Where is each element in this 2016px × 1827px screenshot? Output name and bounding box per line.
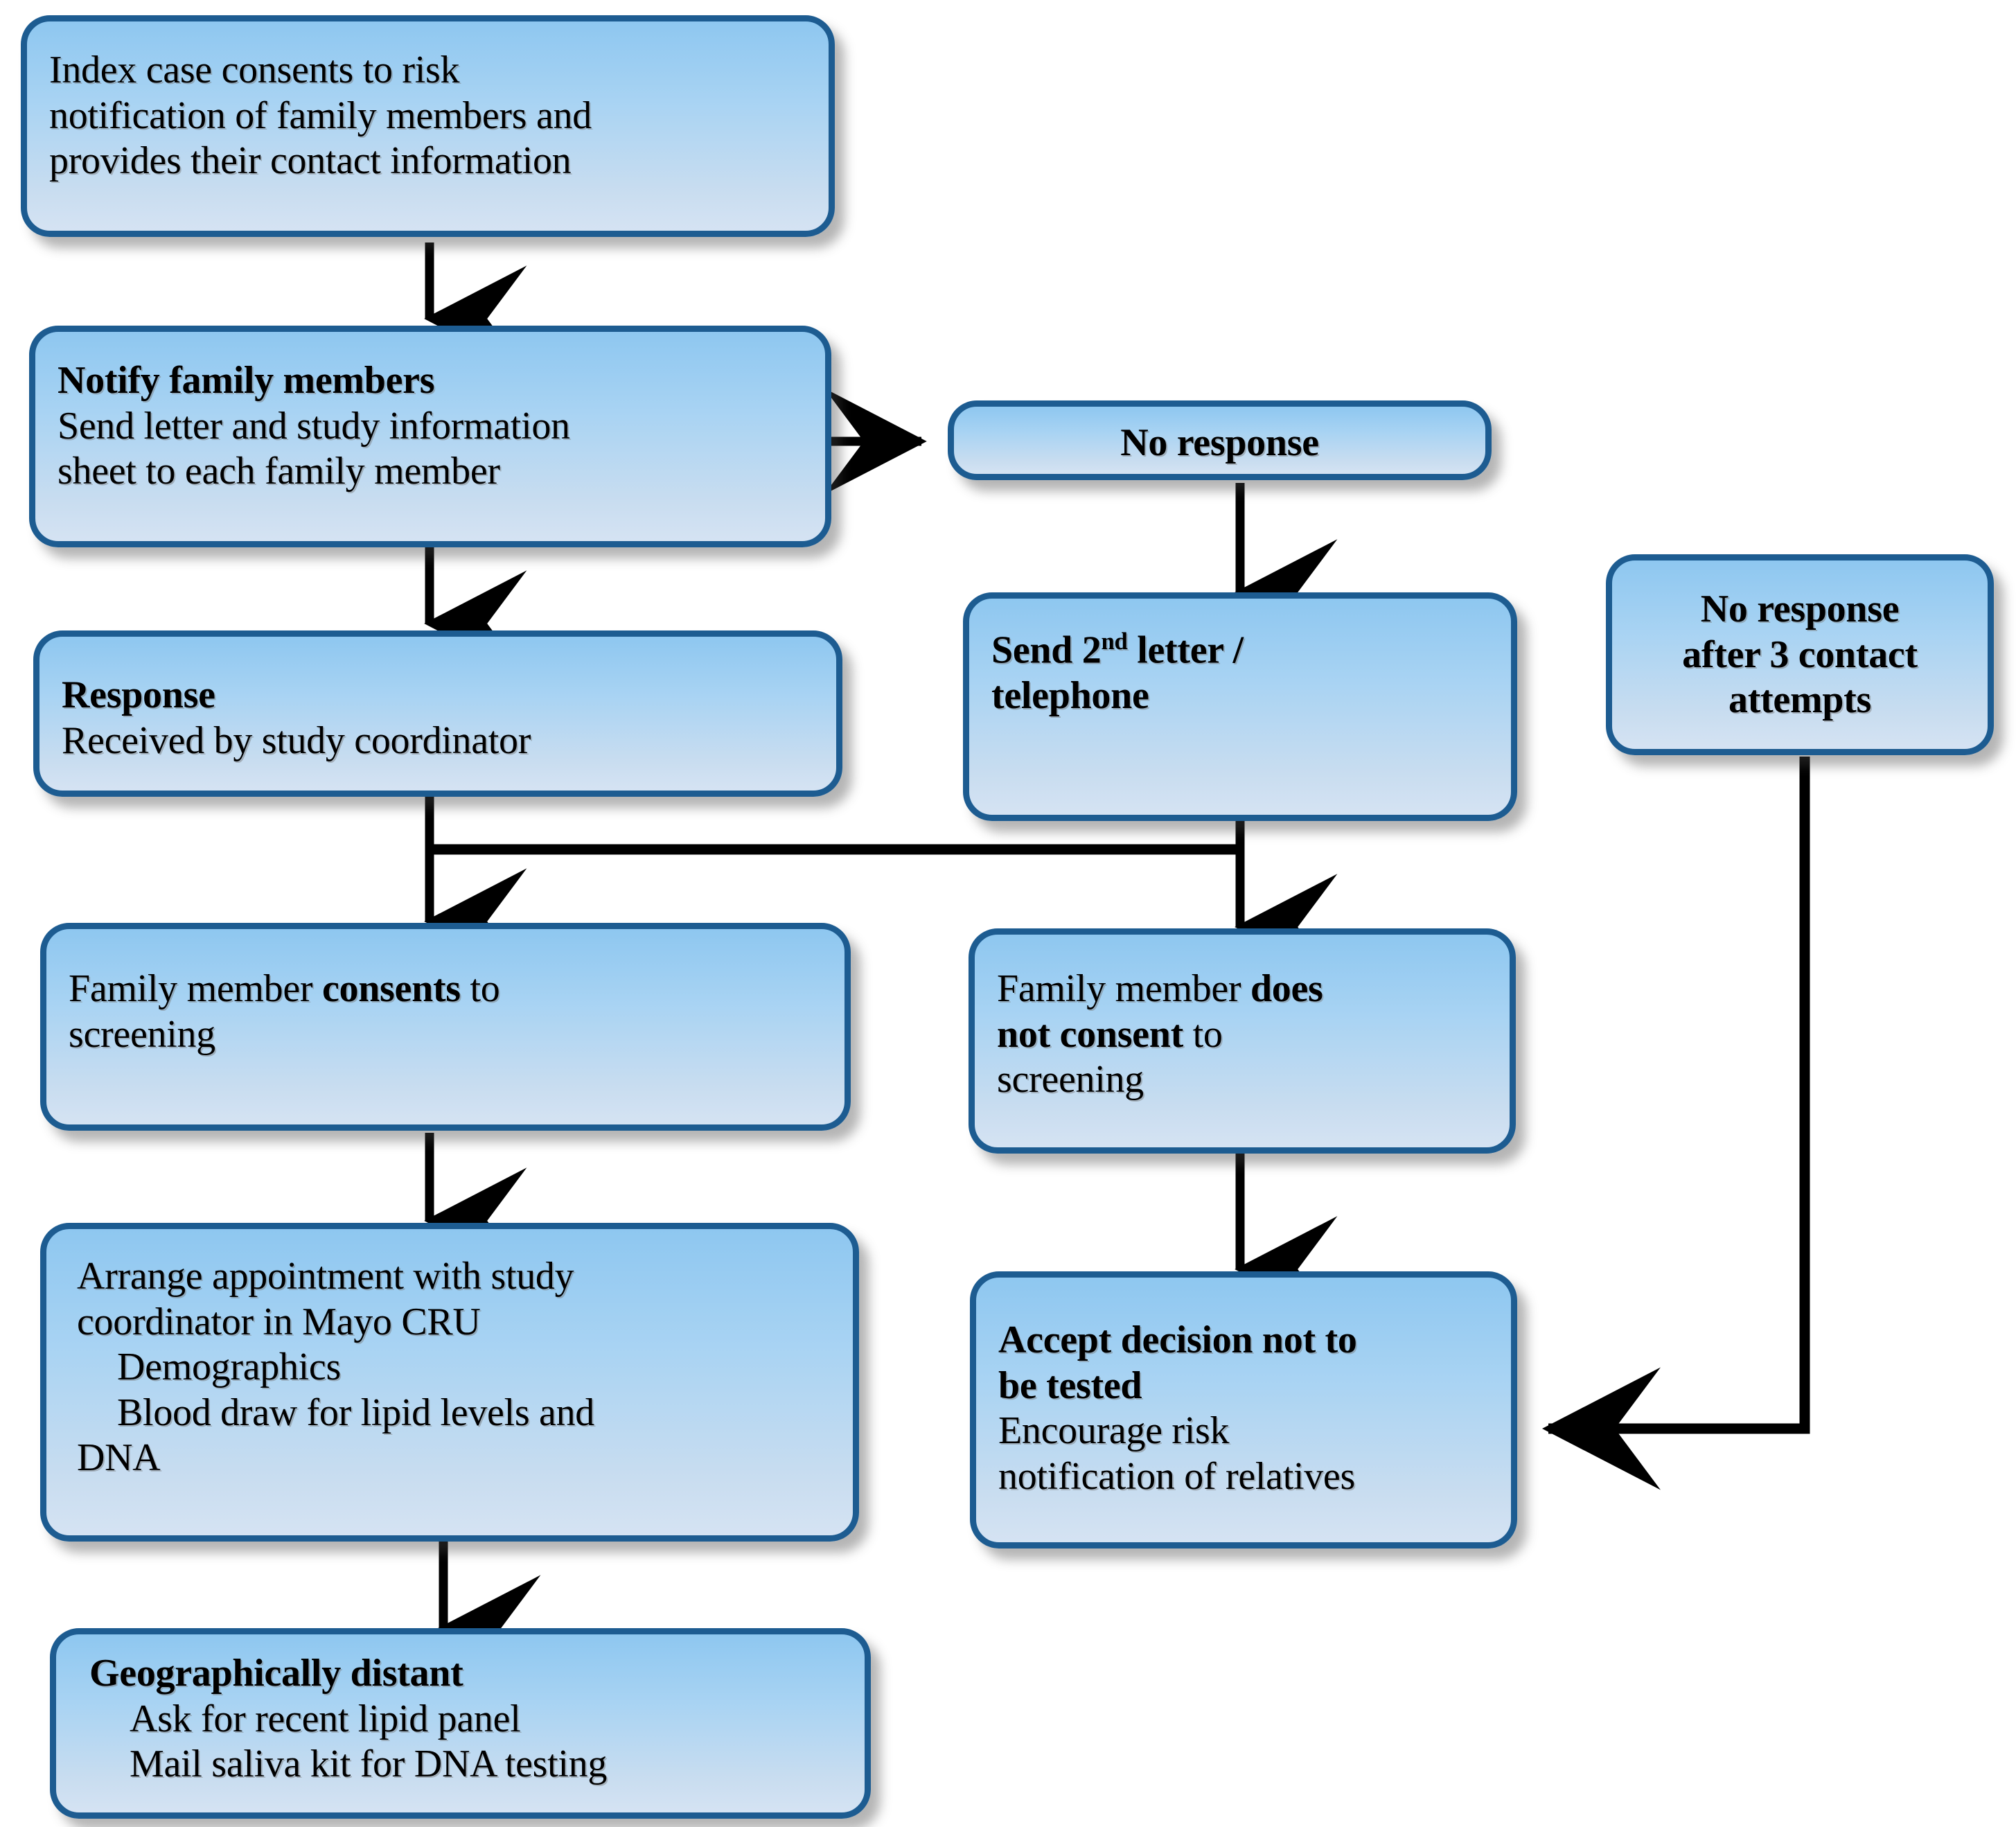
member-not-consent-line-1: Family member does [997,967,1323,1010]
send-second-letter-line-2: telephone [991,674,1149,718]
arrange-appointment-line-3: Demographics [117,1345,341,1389]
edge-noresponse3-to-accept [1541,757,1810,1490]
notify-family-line-2: sheet to each family member [58,450,500,493]
node-response-received[interactable]: Response Received by study coordinator [33,630,842,797]
accept-decision-title-line-1: Accept decision not to [998,1318,1357,1361]
notify-family-title: Notify family members [58,359,435,402]
node-notify-family[interactable]: Notify family members Send letter and st… [29,326,831,547]
member-consents-line-1: Family member consents to [69,967,500,1010]
node-geographically-distant[interactable]: Geographically distant Ask for recent li… [50,1628,871,1819]
no-response-title: No response [1120,421,1319,464]
geographically-distant-title: Geographically distant [89,1652,463,1695]
no-response-3-line-3: attempts [1728,678,1871,722]
node-no-response-3-attempts[interactable]: No response after 3 contact attempts [1606,554,1994,755]
ordinal-suffix: nd [1101,628,1128,655]
node-arrange-appointment[interactable]: Arrange appointment with study coordinat… [40,1223,859,1542]
response-title: Response [62,673,215,716]
accept-decision-line-2: notification of relatives [998,1454,1355,1498]
node-index-case[interactable]: Index case consents to risk notification… [21,15,835,237]
node-send-second-letter[interactable]: Send 2nd letter / telephone [963,592,1517,821]
notify-family-line-1: Send letter and study information [58,404,570,448]
geographically-distant-line-2: Mail saliva kit for DNA testing [130,1742,608,1786]
index-case-line-3: provides their contact information [49,139,572,183]
index-case-line-2: notification of family members and [49,94,592,137]
arrange-appointment-line-1: Arrange appointment with study [77,1255,574,1298]
no-response-3-line-1: No response [1700,588,1900,630]
no-response-3-line-2: after 3 contact [1682,633,1918,676]
index-case-line-1: Index case consents to risk [49,48,460,91]
arrange-appointment-line-4: Blood draw for lipid levels and [117,1391,595,1434]
node-no-response[interactable]: No response [948,400,1492,480]
arrange-appointment-line-2: coordinator in Mayo CRU [77,1300,481,1343]
node-member-consents[interactable]: Family member consents to screening [40,923,851,1131]
member-not-consent-line-3: screening [997,1058,1144,1102]
accept-decision-line-1: Encourage risk [998,1409,1230,1453]
node-accept-decision[interactable]: Accept decision not to be tested Encoura… [970,1271,1517,1548]
send-second-letter-line-1: Send 2nd letter / [991,628,1244,672]
member-consents-line-2: screening [69,1012,215,1056]
accept-decision-title-line-2: be tested [998,1363,1142,1407]
arrange-appointment-line-5: DNA [77,1436,161,1480]
response-line-1: Received by study coordinator [62,718,531,762]
node-member-does-not-consent[interactable]: Family member does not consent to screen… [969,928,1516,1154]
member-not-consent-line-2: not consent to [997,1012,1223,1056]
geographically-distant-line-1: Ask for recent lipid panel [130,1697,521,1740]
